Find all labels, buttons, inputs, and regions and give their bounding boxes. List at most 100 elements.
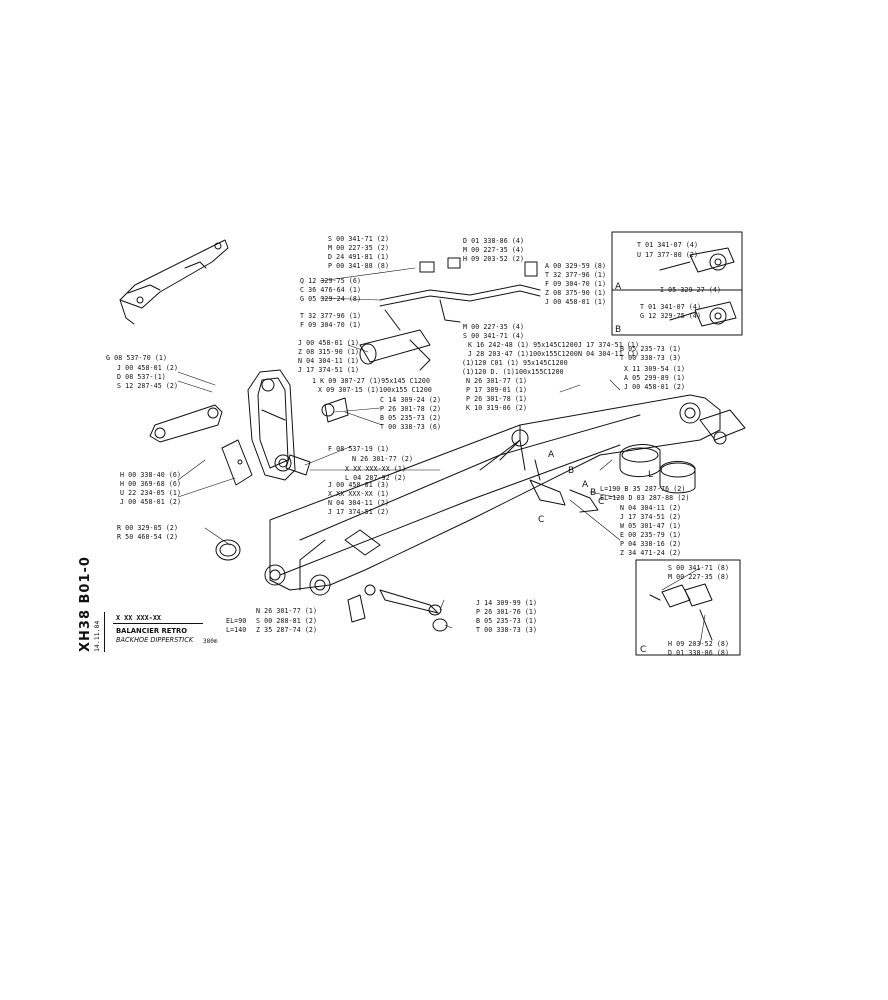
part-label: G 08 537-70 (1) xyxy=(106,354,168,362)
part-label: J 00 458-01 (2) xyxy=(117,364,179,372)
part-label: T 32 377-96 (1) xyxy=(300,312,362,320)
inset-a-label: T 01 341-07 (4) xyxy=(637,241,699,249)
part-label: G 05 329-24 (8) xyxy=(300,295,362,303)
part-label: P 26 301-76 (1) xyxy=(476,608,538,616)
sheet-date-vertical: 14.11.84 xyxy=(93,620,101,652)
title-en: BACKHOE DIPPERSTICK xyxy=(116,636,194,644)
callout-b-2: B xyxy=(590,488,597,498)
part-label: B 05 235-73 (1) xyxy=(620,345,682,353)
part-label: A 05 299-89 (1) xyxy=(624,374,686,382)
inset-a-letter: A xyxy=(615,282,622,292)
part-label: EL=90 xyxy=(226,617,247,625)
part-label: S 00 341-71 (4) xyxy=(463,332,525,340)
inset-b-letter: B xyxy=(615,325,622,335)
part-label: Z 34 471-24 (2) xyxy=(620,549,682,557)
part-label: N 04 304-11 (2) xyxy=(620,504,682,512)
part-label: D 01 338-86 (4) xyxy=(463,237,525,245)
part-label: S 12 287-45 (2) xyxy=(117,382,179,390)
part-label: K 10 319-06 (2) xyxy=(466,404,528,412)
part-label: N 04 304-11 (2) xyxy=(328,499,390,507)
part-label: J 00 458-01 (3) xyxy=(328,481,390,489)
inset-box-ab xyxy=(611,231,743,336)
sheet-code-vertical: XH38 B01-0 xyxy=(78,556,93,652)
part-label: Z 08 315-90 (1) xyxy=(298,348,360,356)
part-label: W 05 301-47 (1) xyxy=(620,522,682,530)
inset-c-letter: C xyxy=(640,645,647,655)
pins-and-washers xyxy=(215,397,448,632)
inset-c-label: H 09 203-52 (8) xyxy=(668,640,730,648)
part-label: A 00 329-59 (8) xyxy=(545,262,607,270)
part-label: S 00 288-81 (2) xyxy=(256,617,318,625)
part-label: D 08 537-(1) xyxy=(117,373,166,381)
dipperstick-boom xyxy=(264,394,721,596)
part-label: J 00 458-01 (1) xyxy=(298,339,360,347)
part-label: K 16 242-48 (1) 95x145C1200 xyxy=(468,341,578,349)
part-label: H 09 203-52 (2) xyxy=(463,255,525,263)
part-label: L=140 xyxy=(226,626,247,634)
callout-a-2: A xyxy=(582,480,589,490)
part-label: T 00 338-73 (6) xyxy=(380,423,442,431)
part-label: D 24 491-81 (1) xyxy=(328,253,390,261)
part-label: J 00 458-01 (2) xyxy=(624,383,686,391)
part-label: J 17 374-51 (1) xyxy=(298,366,360,374)
part-label: H 00 369-68 (6) xyxy=(120,480,182,488)
part-label: P 26 301-78 (1) xyxy=(466,395,528,403)
part-label: J 28 203-47 (1)100x155C1200 xyxy=(468,350,578,358)
part-label: M 00 227-35 (2) xyxy=(328,244,390,252)
linkage-plates xyxy=(247,369,296,481)
inset-b-label: T 01 341-07 (4) xyxy=(640,303,702,311)
part-label: N 04 304-11 (1) xyxy=(298,357,360,365)
part-label: X 09 307-15 (1)100x155 C1200 xyxy=(318,386,432,394)
title-qty: 380m xyxy=(203,638,218,645)
pivot-bushings xyxy=(619,409,746,494)
title-block-code: X XX XXX-XX xyxy=(116,614,162,622)
part-label: P 00 341-88 (8) xyxy=(328,262,390,270)
part-label: N 26 301-77 (2) xyxy=(352,455,414,463)
part-label: P 26 301-78 (2) xyxy=(380,405,442,413)
callout-c: C xyxy=(538,515,545,525)
part-label: J 14 309-99 (1) xyxy=(476,599,538,607)
inset-a-label: I 05 329-27 (4) xyxy=(660,286,722,294)
part-label: X 11 309-54 (1) xyxy=(624,365,686,373)
brackets-detail xyxy=(529,459,599,513)
part-label: C 14 309-24 (2) xyxy=(380,396,442,404)
part-label: EL=120 D 03 287-88 (2) xyxy=(600,494,690,502)
reference-arm-sketch xyxy=(119,239,229,325)
part-label: Z 35 287-74 (2) xyxy=(256,626,318,634)
part-label: J 00 458-01 (1) xyxy=(545,298,607,306)
part-label: P 17 309-01 (1) xyxy=(466,386,528,394)
part-label: R 50 460-54 (2) xyxy=(117,533,179,541)
part-label: J 00 458-01 (2) xyxy=(120,498,182,506)
part-label: L 04 287-92 (2) xyxy=(345,474,407,482)
inset-c-label: D 01 338-86 (8) xyxy=(668,649,730,657)
part-label: N 26 301-77 (1) xyxy=(466,377,528,385)
part-label: P 04 338-16 (2) xyxy=(620,540,682,548)
part-label: T 32 377-96 (1) xyxy=(545,271,607,279)
title-block: X XX XXX-XX BALANCIER RETRO BACKHOE DIPP… xyxy=(104,612,217,652)
part-label: Q 12 329-75 (6) xyxy=(300,277,362,285)
inset-box-c xyxy=(635,559,741,656)
callout-c-2: C xyxy=(598,497,605,507)
part-label: J 17 374-51 (1) xyxy=(578,341,640,349)
callout-b: B xyxy=(568,466,575,476)
part-label: (1)120 D. (1)100x155C1200 xyxy=(462,368,564,376)
part-label: T 00 338-73 (3) xyxy=(476,626,538,634)
inset-a-label: U 17 377-80 (2) xyxy=(637,251,699,259)
inset-b-label: G 12 329-75 (4) xyxy=(640,312,702,320)
part-label: U 22 234-05 (1) xyxy=(120,489,182,497)
leader-lines xyxy=(177,267,706,646)
part-label: B 05 235-73 (2) xyxy=(380,414,442,422)
part-label: J 17 374-51 (2) xyxy=(620,513,682,521)
part-label: M 00 227-35 (4) xyxy=(463,323,525,331)
part-label: L=190 B 35 287-76 (2) xyxy=(600,485,686,493)
part-label: H 00 338-40 (6) xyxy=(120,471,182,479)
part-label: F 09 304-70 (1) xyxy=(545,280,607,288)
part-label: E 00 235-79 (1) xyxy=(620,531,682,539)
part-label: B 05 235-73 (1) xyxy=(476,617,538,625)
inset-c-label: S 00 341-71 (8) xyxy=(668,564,730,572)
part-label: 1 K 09 307-27 (1)95x145 C1200 xyxy=(312,377,431,385)
callout-a: A xyxy=(548,450,555,460)
part-label: N 04 304-11 (1) xyxy=(578,350,640,358)
part-label: C 36 476-64 (1) xyxy=(300,286,362,294)
guard-plate xyxy=(221,439,253,486)
